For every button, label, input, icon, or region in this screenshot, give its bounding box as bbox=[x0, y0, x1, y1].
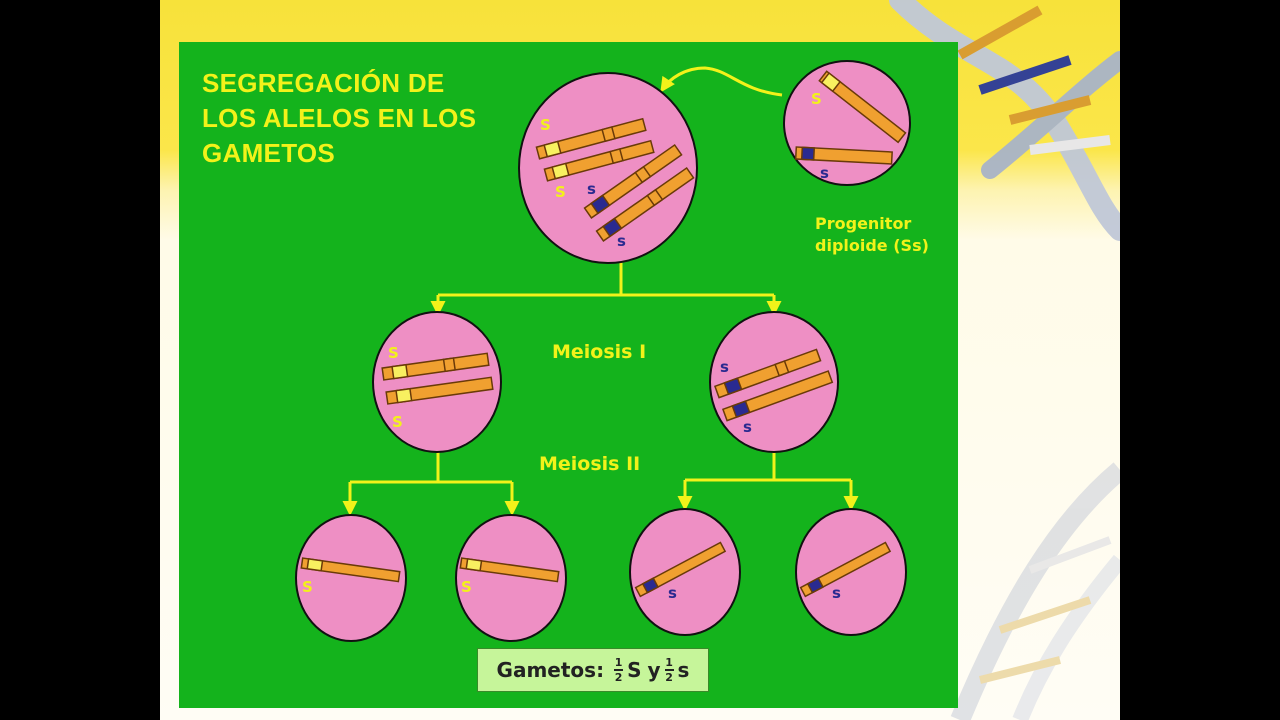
chromosome-dominant-2 bbox=[543, 139, 655, 182]
title-line: LOS ALELOS EN LOS bbox=[202, 103, 477, 133]
meiosis1-label: Meiosis I bbox=[552, 341, 647, 363]
meiosis1-chromosome-dominant-1 bbox=[381, 352, 490, 381]
gamete-chromosome-1 bbox=[300, 557, 401, 583]
connector-word: y bbox=[647, 658, 661, 682]
gamete-chromosome-2 bbox=[459, 557, 560, 583]
allele-label: S bbox=[392, 413, 403, 431]
fraction-denominator: 2 bbox=[665, 670, 673, 684]
cell-meiosis1-dominant bbox=[372, 311, 502, 453]
dna-helix-decoration bbox=[889, 0, 1120, 720]
allele-label: S bbox=[811, 90, 822, 108]
allele-label: s bbox=[587, 180, 596, 198]
meiosis2-label: Meiosis II bbox=[539, 453, 641, 475]
gametes-prefix: Gametos: bbox=[496, 658, 605, 682]
gamete-cell-1 bbox=[295, 514, 407, 642]
allele-label: s bbox=[743, 418, 752, 436]
meiosis1-chromosome-dominant-2 bbox=[385, 376, 494, 405]
allele-dominant: S bbox=[627, 658, 642, 682]
allele-label: s bbox=[820, 164, 829, 182]
allele-label: s bbox=[720, 358, 729, 376]
allele-label: s bbox=[617, 232, 626, 250]
allele-label: s bbox=[668, 584, 677, 602]
title-line: SEGREGACIÓN DE bbox=[202, 68, 445, 98]
slide-title: SEGREGACIÓN DE LOS ALELOS EN LOS GAMETOS bbox=[202, 66, 476, 171]
allele-label: S bbox=[555, 183, 566, 201]
fraction-numerator: 1 bbox=[614, 656, 623, 670]
allele-label: s bbox=[832, 584, 841, 602]
gametes-summary: Gametos: 1 2 S y 1 2 s bbox=[477, 648, 709, 692]
gamete-chromosome-4 bbox=[799, 541, 892, 598]
connector-lines bbox=[342, 66, 859, 516]
allele-recessive: s bbox=[677, 658, 690, 682]
fraction-half: 1 2 bbox=[614, 656, 624, 684]
allele-label: S bbox=[540, 116, 551, 134]
fraction-numerator: 1 bbox=[665, 656, 673, 670]
chromosome-recessive-2 bbox=[595, 166, 695, 242]
fraction-denominator: 2 bbox=[614, 670, 623, 684]
parent-label-line: Progenitor bbox=[815, 214, 912, 233]
fraction-bar bbox=[614, 669, 624, 671]
allele-label: S bbox=[388, 344, 399, 362]
fraction-bar bbox=[664, 669, 674, 671]
parent-chromosome-recessive bbox=[794, 146, 893, 165]
parent-label: Progenitor diploide (Ss) bbox=[815, 213, 929, 257]
title-line: GAMETOS bbox=[202, 138, 336, 168]
chromosome-dominant-1 bbox=[535, 117, 647, 160]
chromosome-recessive-1 bbox=[583, 143, 683, 219]
allele-label: S bbox=[302, 578, 313, 596]
allele-label: S bbox=[461, 578, 472, 596]
fraction-half: 1 2 bbox=[664, 656, 674, 684]
gamete-cell-2 bbox=[455, 514, 567, 642]
cell-meiosis1-recessive bbox=[709, 311, 839, 453]
meiosis1-chromosome-recessive-2 bbox=[721, 370, 834, 422]
cell-tetrad bbox=[518, 72, 698, 264]
parent-label-line: diploide (Ss) bbox=[815, 236, 929, 255]
parent-chromosome-dominant bbox=[818, 70, 907, 144]
meiosis1-chromosome-recessive-1 bbox=[713, 348, 822, 399]
gamete-chromosome-3 bbox=[634, 541, 727, 598]
